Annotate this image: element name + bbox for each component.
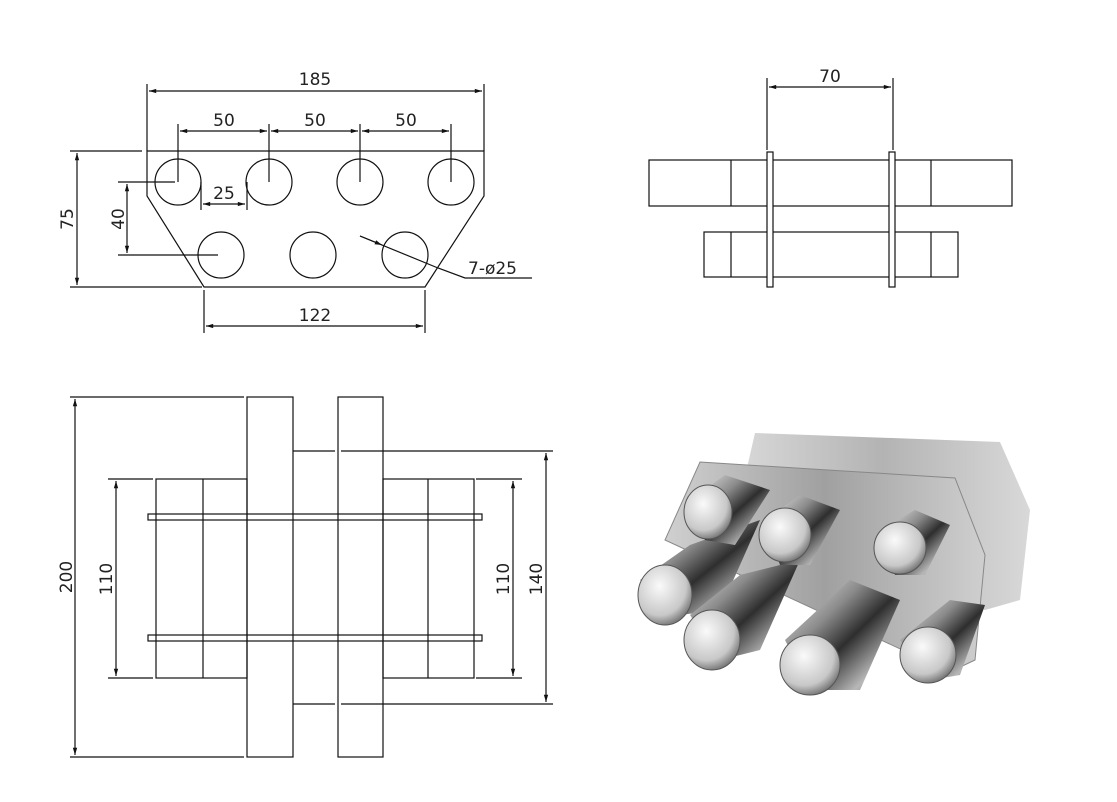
dim-70: 70 (819, 67, 841, 87)
dim-50-b: 50 (304, 111, 326, 131)
dim-122: 122 (299, 306, 331, 326)
holes (154, 158, 475, 279)
dim-50-a: 50 (213, 111, 235, 131)
dim-110-right: 110 (494, 563, 514, 595)
hole-callout: 7-ø25 (468, 259, 517, 279)
top-view: 200 110 110 140 (57, 396, 553, 758)
dim-75: 75 (58, 208, 78, 230)
front-view: 185 50 50 50 25 40 75 122 7-ø25 (58, 70, 532, 333)
magnet-tubes (637, 475, 985, 696)
dim-110-left: 110 (97, 563, 117, 595)
dim-25: 25 (213, 184, 235, 204)
dim-185: 185 (299, 70, 331, 90)
magnetic-grate-render (637, 433, 1030, 696)
dim-40: 40 (109, 208, 129, 230)
dim-140: 140 (527, 563, 547, 595)
dim-50-c: 50 (395, 111, 417, 131)
side-view: 70 (648, 67, 1013, 288)
dim-200: 200 (57, 561, 77, 593)
